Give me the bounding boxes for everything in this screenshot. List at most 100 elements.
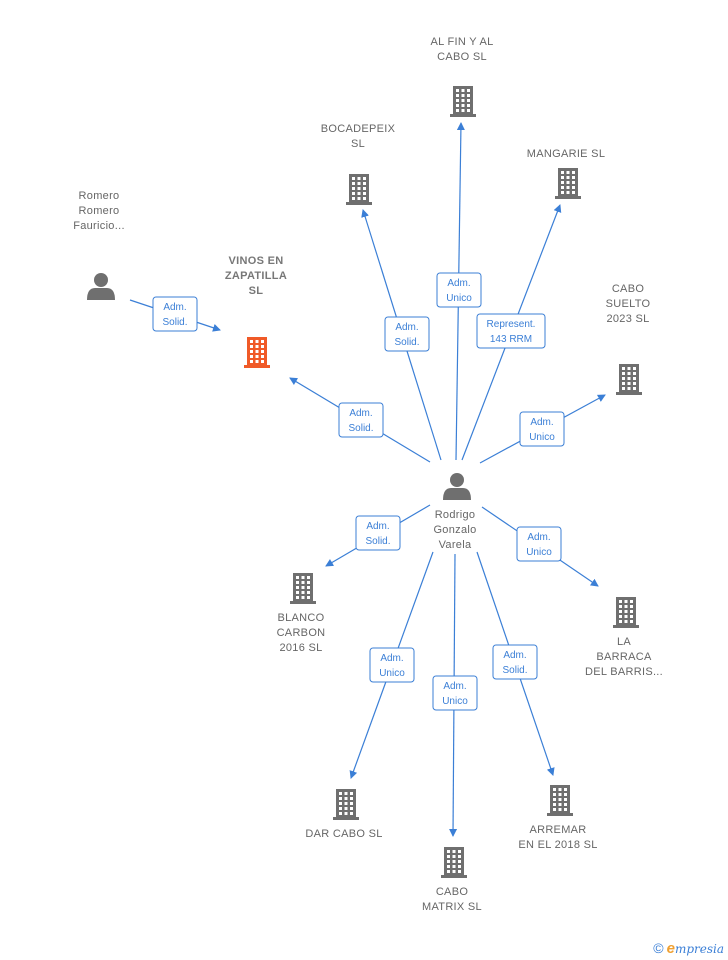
node-label: AL FIN Y AL	[430, 36, 493, 48]
building-icon	[616, 364, 642, 395]
edge-label-box[interactable]: Adm.Unico	[516, 526, 562, 562]
edge-label-text: Unico	[529, 432, 555, 443]
edge-label-text: Represent.	[487, 319, 536, 330]
edge-label-text: Solid.	[348, 423, 373, 434]
edge-label-box[interactable]: Adm. Unico	[432, 675, 478, 711]
node-label: SL	[249, 285, 264, 297]
node-barraca[interactable]: LA BARRACA DEL BARRIS...	[585, 597, 663, 678]
edge-label-text: Adm.	[447, 278, 470, 289]
edge-label-frame	[432, 675, 478, 711]
edge-label-frame	[516, 526, 562, 562]
edge-label-text: Adm.	[380, 653, 403, 664]
edge-label-frame	[519, 411, 565, 447]
node-label: CABO SL	[437, 51, 487, 63]
edge-center-bocadepeix: Adm. Solid.	[361, 209, 442, 461]
edge-label-text: Solid.	[394, 337, 419, 348]
node-label: ZAPATILLA	[225, 270, 287, 282]
building-icon	[613, 597, 639, 628]
edge-label-text: Adm.	[527, 532, 550, 543]
node-blanco[interactable]: BLANCO CARBON 2016 SL	[277, 573, 326, 654]
edge-label-frame	[338, 402, 384, 438]
node-label: DAR CABO SL	[305, 828, 382, 840]
node-label: BLANCO	[277, 612, 324, 624]
edge-label-box[interactable]: Adm. Solid.	[492, 644, 538, 680]
edge-label-text: Solid.	[502, 665, 527, 676]
node-label: DEL BARRIS...	[585, 666, 663, 678]
edge-romero-vinos: Adm. Solid.	[129, 296, 221, 332]
building-icon	[244, 337, 270, 368]
edge-label-box[interactable]: Adm. Solid.	[338, 402, 384, 438]
person-icon	[87, 273, 115, 300]
building-icon	[346, 174, 372, 205]
edge-center-vinos: Adm. Solid.	[289, 377, 431, 463]
brand-logo-initial: e	[666, 940, 675, 957]
edge-label-text: Solid.	[365, 536, 390, 547]
building-icon	[547, 785, 573, 816]
edge-label-text: Adm.	[395, 322, 418, 333]
edge-label-frame	[384, 316, 430, 352]
edge-center-mangarie: Represent. 143 RRM	[461, 204, 562, 461]
edge-label-text: Adm.	[443, 681, 466, 692]
edge-center-blanco: Adm. Solid.	[325, 504, 431, 567]
edge-label-text: Adm.	[349, 408, 372, 419]
node-label: CABO	[612, 283, 645, 295]
node-darcabo[interactable]: DAR CABO SL	[305, 789, 382, 840]
edge-center-cabomatrix: Adm. Unico	[432, 553, 478, 837]
edge-label-box[interactable]: Adm. Solid.	[355, 515, 401, 551]
person-icon	[443, 473, 471, 500]
edge-label-box[interactable]: Adm. Unico	[519, 411, 565, 447]
node-mangarie[interactable]: MANGARIE SL	[527, 148, 606, 199]
edge-label-text: Adm.	[163, 302, 186, 313]
edge-label-text: Unico	[442, 696, 468, 707]
edge-label-text: Adm.	[530, 417, 553, 428]
edge-label-box[interactable]: Adm.Unico	[436, 272, 482, 308]
edge-label-frame	[476, 313, 546, 349]
node-label: Romero	[79, 190, 120, 202]
node-label: EN EL 2018 SL	[518, 839, 597, 851]
edge-label-frame	[355, 515, 401, 551]
node-bocadepeix[interactable]: BOCADEPEIX SL	[321, 123, 396, 205]
edge-label-frame	[436, 272, 482, 308]
node-label: LA	[617, 636, 631, 648]
node-label: Romero	[79, 205, 120, 217]
edge-label-text: Adm.	[366, 521, 389, 532]
building-icon	[290, 573, 316, 604]
edge-center-barraca: Adm.Unico	[481, 506, 599, 587]
edge-center-cabosuelto: Adm. Unico	[479, 394, 606, 464]
building-icon	[333, 789, 359, 820]
edge-label-box[interactable]: Represent. 143 RRM	[476, 313, 546, 349]
edge-label-box[interactable]: Adm. Solid.	[384, 316, 430, 352]
brand-logo-text: mpresia	[674, 942, 724, 956]
node-label: MANGARIE SL	[527, 148, 606, 160]
brand-footer: ©empresia	[653, 940, 724, 957]
edge-center-darcabo: Adm.Unico	[349, 551, 434, 779]
edge-label-frame	[152, 296, 198, 332]
node-label: BOCADEPEIX	[321, 123, 396, 135]
node-label: BARRACA	[596, 651, 652, 663]
building-icon	[450, 86, 476, 117]
node-label: SUELTO	[606, 298, 651, 310]
edge-center-arremar: Adm. Solid.	[476, 551, 555, 776]
edge-label-text: 143 RRM	[490, 334, 532, 345]
node-label: SL	[351, 138, 365, 150]
copyright-icon: ©	[653, 940, 664, 956]
node-romero[interactable]: RomeroRomeroFauricio...	[73, 190, 125, 300]
node-label: Rodrigo	[435, 509, 476, 521]
node-vinos[interactable]: VINOS EN ZAPATILLA SL	[225, 255, 287, 368]
node-alfin[interactable]: AL FIN Y AL CABO SL	[430, 36, 493, 117]
edge-label-text: Adm.	[503, 650, 526, 661]
node-label: Gonzalo	[433, 524, 476, 536]
node-label: Fauricio...	[73, 220, 125, 232]
edge-label-box[interactable]: Adm. Solid.	[152, 296, 198, 332]
node-label: VINOS EN	[229, 255, 284, 267]
node-label: CARBON	[277, 627, 326, 639]
node-label: 2016 SL	[279, 642, 322, 654]
edge-label-box[interactable]: Adm.Unico	[369, 647, 415, 683]
edge-label-text: Solid.	[162, 317, 187, 328]
edge-label-frame	[492, 644, 538, 680]
